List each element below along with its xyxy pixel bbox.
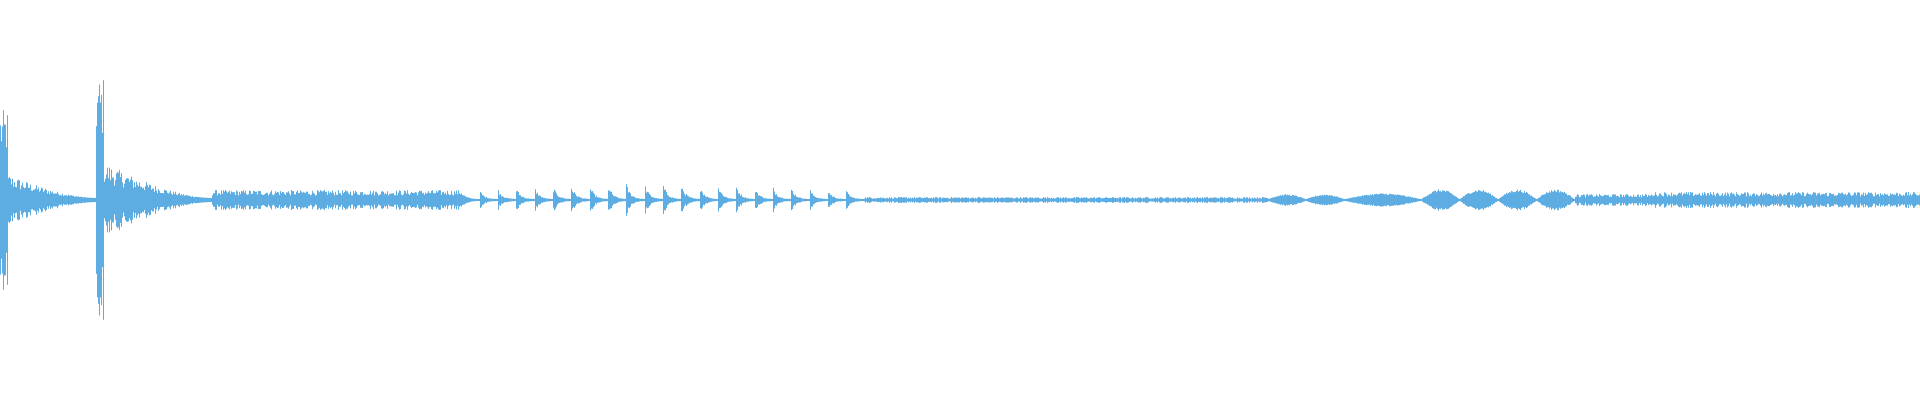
waveform-bars [0, 80, 1920, 320]
